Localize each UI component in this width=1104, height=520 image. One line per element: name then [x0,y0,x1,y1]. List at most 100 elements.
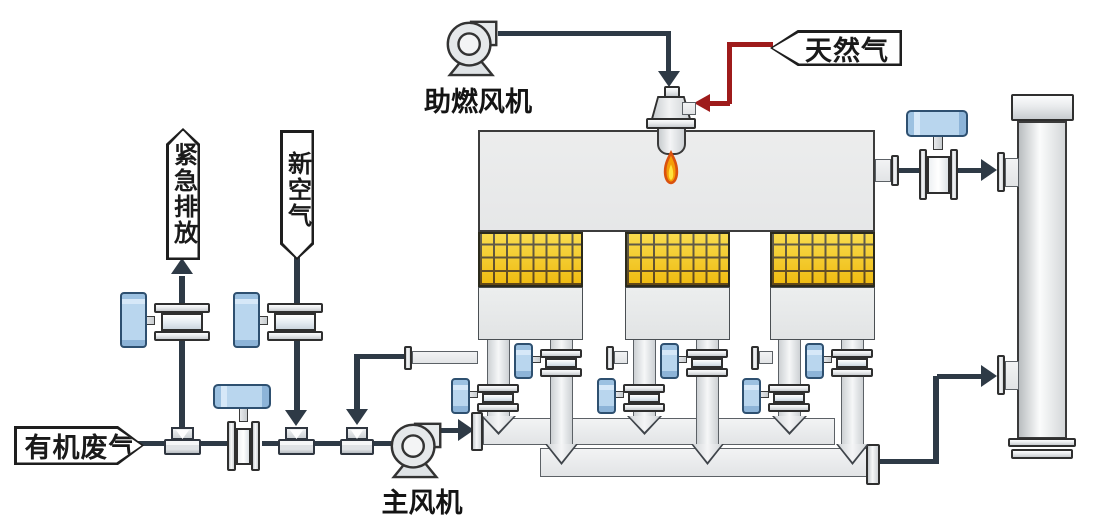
exhaust-line-v [933,376,939,464]
valve-t2-outlet-flange-top [686,349,728,358]
main-valve-actuator [213,384,271,409]
valve-freshair-actuator [233,292,260,348]
tower2-outlet-cone [691,444,724,465]
tower3-inlet-cone [772,416,807,435]
arrow-right-to-stack-top [981,159,997,181]
main-fan-icon [386,418,448,480]
valve-t1-inlet-actuator [451,378,470,414]
tower1-nozzle-stub [412,351,478,364]
valve-t2-outlet-flange-bottom [686,368,728,377]
natural-gas-label: 天然气 [805,35,889,66]
regenerator-tower-1 [478,232,583,340]
tower1-plenum [478,287,583,340]
exhaust-line-h1 [878,459,938,464]
pipe-recirc-vertical [354,354,360,410]
inlet-manifold [483,418,835,445]
valve-t1-inlet-flange-bottom [477,403,519,412]
main-line-seg2 [198,441,230,446]
valve-t2-inlet-flange-bottom [623,403,665,412]
burner-flange [646,118,696,129]
stack-base-flange-2 [1011,449,1073,459]
pipe-combustion-air-horizontal [498,31,670,36]
stack-base-flange-1 [1008,438,1076,447]
valve-t3-inlet-flange-top [768,384,810,393]
arrow-right-to-stack-bottom [981,365,997,387]
fresh-air-label: 新空气 [283,151,311,229]
hot-outlet-line2 [957,168,983,173]
outlet-manifold-flange [866,444,880,485]
main-valve-flange-right [251,421,260,471]
gas-line-bottom [708,101,730,106]
emergency-vent-banner: 紧急排放 [166,128,200,260]
tee-fitting-1 [164,439,201,455]
main-valve-body [236,428,251,465]
valve-freshair-flange-top [267,303,323,313]
valve-emergency-actuator [120,292,147,348]
combustion-fan-label: 助燃风机 [424,87,532,117]
stack-valve-body [927,156,950,194]
valve-t2-inlet-actuator [597,378,616,414]
valve-t3-outlet-flange-top [831,349,873,358]
pipe-emergency-vent [179,276,185,432]
stack-upper-nozzle-flange [997,152,1005,192]
valve-t1-outlet-actuator [514,343,533,379]
tower3-outlet-cone [836,444,869,465]
main-line-seg4 [314,441,342,446]
valve-t2-outlet-body [691,358,723,368]
gas-line-top [729,42,773,47]
valve-freshair-body [274,313,316,331]
valve-t3-outlet-body [836,358,868,368]
tee-fitting-3-bonnet [346,427,368,440]
ceramic-bed-2 [625,232,730,287]
regenerator-tower-3 [770,232,875,340]
valve-t2-inlet-body [628,393,660,403]
exhaust-stack-body [1017,121,1067,439]
tee-fitting-1-bonnet [171,427,194,440]
gas-line-vertical [727,42,732,104]
tower1-inlet-cone [481,416,516,435]
valve-t2-inlet-flange-top [623,384,665,393]
stack-lower-nozzle-stub [1005,361,1019,390]
ceramic-bed-3 [770,232,875,287]
emergency-vent-label: 紧急排放 [169,142,197,246]
valve-t1-outlet-flange-bottom [540,368,582,377]
tower2-inlet-cone [627,416,662,435]
organic-waste-gas-tag: 有机废气 [14,426,144,465]
tower3-nozzle-flange [751,346,759,370]
chamber-outlet-flange [891,155,899,186]
valve-t3-inlet-body [773,393,805,403]
main-valve-flange-left [227,421,236,471]
valve-t3-inlet-actuator [742,378,761,414]
stack-valve-flange-left [919,149,927,200]
valve-t1-outlet-flange-top [540,349,582,358]
arrow-down-recirc [346,409,368,425]
main-fan-label: 主风机 [381,488,463,518]
tower2-nozzle-stub [614,351,628,364]
arrow-left-to-burner-gas [694,94,710,112]
valve-emergency-flange-top [154,303,210,313]
arrow-up-emergency [171,258,193,274]
valve-t3-inlet-flange-bottom [768,403,810,412]
tower3-plenum [770,287,875,340]
pipe-combustion-air-vertical [666,31,671,73]
stack-valve-flange-right [950,149,958,200]
stack-valve-actuator [906,110,968,137]
burner-gas-stub [682,102,696,115]
hot-outlet-line1 [898,168,920,173]
tower1-nozzle-flange [404,346,412,370]
ceramic-bed-1 [478,232,583,287]
tower2-nozzle-flange [606,346,614,370]
stack-cap [1011,94,1074,121]
exhaust-line-h2 [937,374,983,379]
valve-t3-outlet-actuator [805,343,824,379]
tower2-plenum [625,287,730,340]
chamber-outlet-stub [875,159,891,182]
inlet-manifold-flange [471,412,483,451]
organic-waste-gas-label: 有机废气 [24,433,137,463]
tee-fitting-2 [278,439,315,455]
arrow-down-to-burner [658,71,680,87]
regenerator-tower-2 [625,232,730,340]
arrow-right-to-manifold [458,419,474,441]
tee-fitting-2-bonnet [285,427,308,440]
